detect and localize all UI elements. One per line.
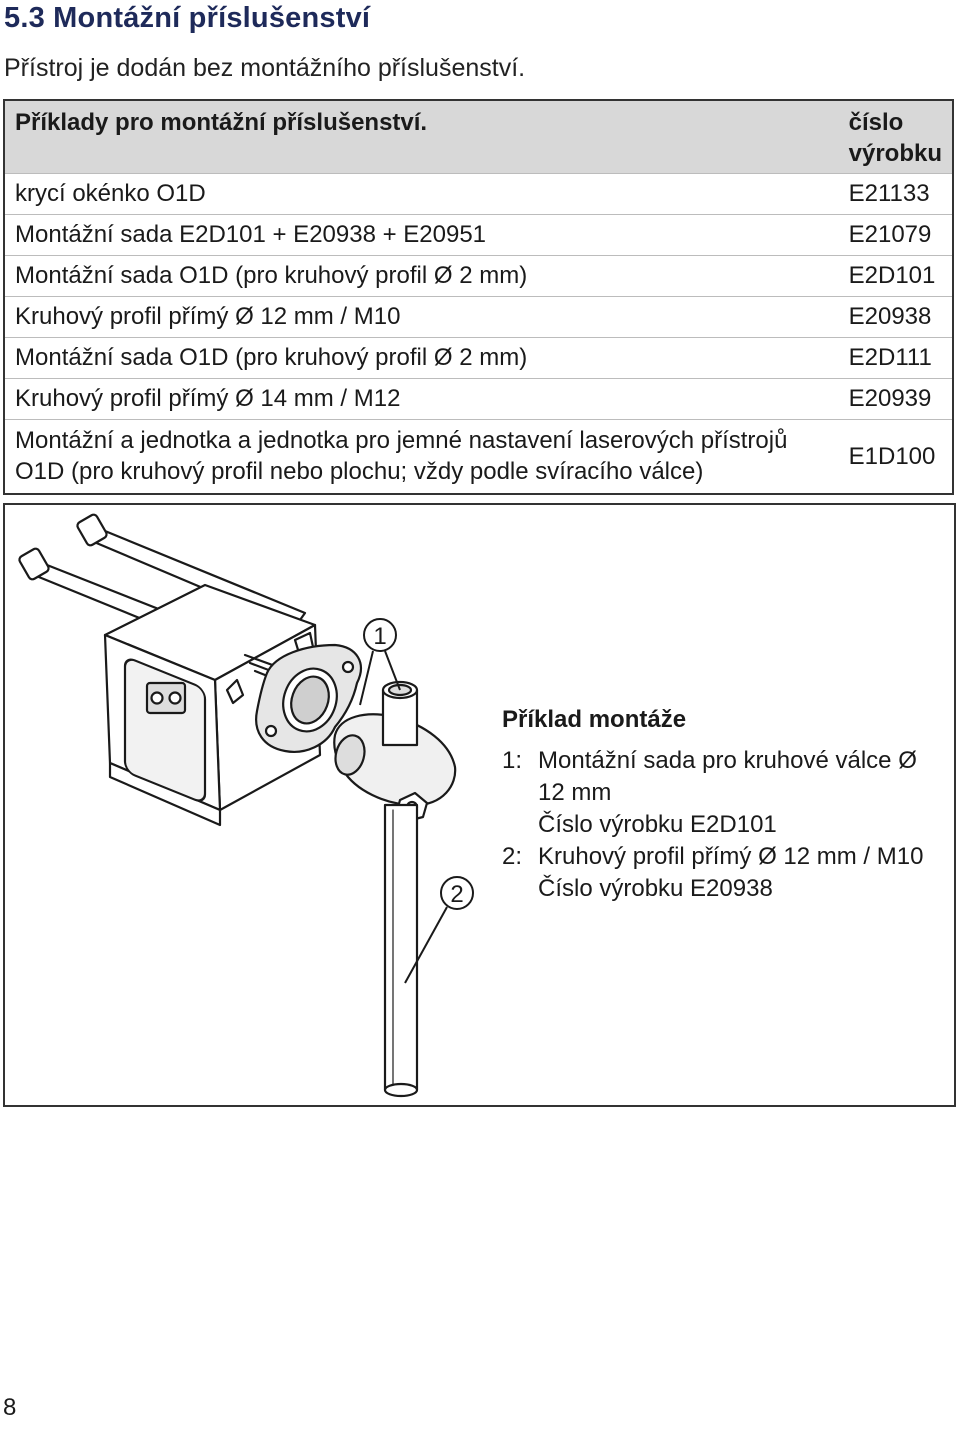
table-row: Montážní a jednotka a jednotka pro jemné… xyxy=(4,419,953,494)
legend-item: 2: Kruhový profil přímý Ø 12 mm / M10 Čí… xyxy=(502,841,947,905)
row-description: Montážní a jednotka a jednotka pro jemné… xyxy=(4,419,849,494)
legend-item-text: Kruhový profil přímý Ø 12 mm / M10 xyxy=(538,843,924,870)
legend-item: 1: Montážní sada pro kruhové válce Ø 12 … xyxy=(502,745,947,841)
round-profile-rod xyxy=(381,680,419,1098)
legend-item-number: 2: xyxy=(502,843,523,870)
page-number: 8 xyxy=(3,1394,17,1421)
mounting-figure: 1 2 Příklad montáže 1: Montážní sada pro… xyxy=(3,503,956,1107)
table-header-row: Příklady pro montážní příslušenství. čís… xyxy=(4,100,953,174)
row-description: Kruhový profil přímý Ø 14 mm / M12 xyxy=(4,378,849,420)
row-description: Montážní sada E2D101 + E20938 + E20951 xyxy=(4,214,849,256)
intro-text: Přístroj je dodán bez montážního přísluš… xyxy=(4,54,526,82)
table-row: Kruhový profil přímý Ø 14 mm / M12 E2093… xyxy=(4,378,953,420)
legend-title: Příklad montáže xyxy=(502,706,687,733)
row-code: E21079 xyxy=(848,214,953,256)
mounting-flange xyxy=(255,643,362,753)
callout-1-label: 1 xyxy=(373,623,386,650)
table-row: Montážní sada O1D (pro kruhový profil Ø … xyxy=(4,337,953,379)
callout-2-label: 2 xyxy=(450,881,463,908)
legend-item-code: Číslo výrobku E20938 xyxy=(538,875,773,902)
mounting-drawing: 1 2 xyxy=(18,513,474,1098)
row-code: E20938 xyxy=(848,296,953,338)
callout-1: 1 xyxy=(359,618,401,706)
table-row: Montážní sada O1D (pro kruhový profil Ø … xyxy=(4,255,953,297)
row-code: E2D111 xyxy=(848,337,953,379)
row-code: E2D101 xyxy=(848,255,953,297)
row-code: E1D100 xyxy=(848,419,953,494)
accessories-table: Příklady pro montážní příslušenství. čís… xyxy=(3,99,954,495)
row-code: E21133 xyxy=(848,173,953,215)
section-title: 5.3 Montážní příslušenství xyxy=(4,2,371,34)
row-description: Kruhový profil přímý Ø 12 mm / M10 xyxy=(4,296,849,338)
header-description: Příklady pro montážní příslušenství. xyxy=(4,100,849,174)
legend-item-number: 1: xyxy=(502,747,523,774)
row-description: Montážní sada O1D (pro kruhový profil Ø … xyxy=(4,255,849,297)
header-code: číslo výrobku xyxy=(848,100,953,174)
table-row: Montážní sada E2D101 + E20938 + E20951 E… xyxy=(4,214,953,256)
mounting-legend: Příklad montáže 1: Montážní sada pro kru… xyxy=(502,705,947,905)
table-row: Kruhový profil přímý Ø 12 mm / M10 E2093… xyxy=(4,296,953,338)
row-description: Montážní sada O1D (pro kruhový profil Ø … xyxy=(4,337,849,379)
callout-2: 2 xyxy=(404,876,474,984)
legend-item-code: Číslo výrobku E2D101 xyxy=(538,811,777,838)
row-code: E20939 xyxy=(848,378,953,420)
table-row: krycí okénko O1D E21133 xyxy=(4,173,953,215)
legend-item-text: Montážní sada pro kruhové válce Ø 12 mm xyxy=(538,747,917,806)
row-description: krycí okénko O1D xyxy=(4,173,849,215)
